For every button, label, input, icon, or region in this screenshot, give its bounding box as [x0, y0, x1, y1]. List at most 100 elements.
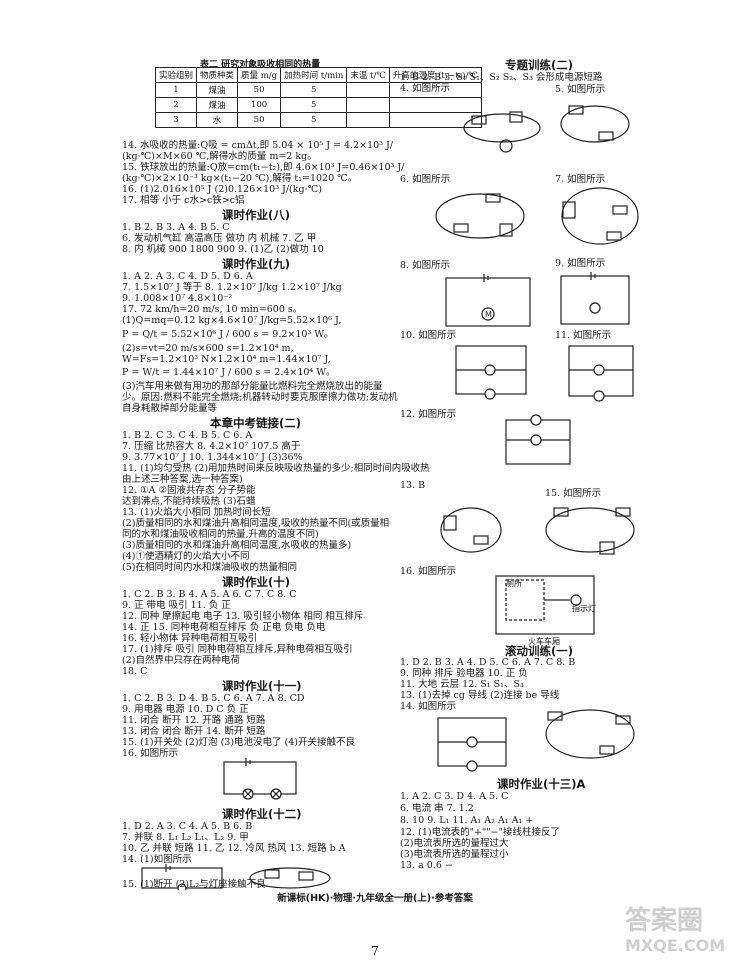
- answer-line: 18. C: [122, 666, 148, 677]
- table-cell: 5: [280, 82, 348, 98]
- page-number: 7: [371, 944, 379, 958]
- answer-line: 13. 闭合 闭合 断开 14. 断开 短路: [122, 726, 266, 737]
- table-cell: 煤油: [196, 82, 239, 98]
- table-row: 2 煤油 100 5: [154, 97, 482, 113]
- section-heading: 专题训练(二): [505, 58, 574, 72]
- circuit-diagram-16: [223, 758, 297, 800]
- answer-line: (2)电流表所选的量程过大: [400, 838, 509, 849]
- answer-line: 8. 10 9. L₁ 11. A₁ A₂ A₁ A₁ +: [400, 815, 534, 826]
- answer-line: 10. 乙 并联 短路 11. 乙 12. 冷风 热风 13. 短路 b A: [122, 843, 346, 854]
- answer-line: (4)①使酒精灯的火焰大小不同: [122, 551, 250, 562]
- answer-line: 1. A 2. C 3. D 4. A 5. C: [400, 791, 509, 802]
- answer-line: (kg·℃)×M×60 ℃,解得水的质量 m=2 kg。: [122, 151, 317, 162]
- table-cell: 2: [154, 97, 198, 113]
- answer-line: 1. B 2. B 3. A 4. B 5. C: [122, 222, 230, 233]
- table-cell: 50: [237, 82, 282, 98]
- table-header: 加热时间 t/min: [280, 67, 348, 83]
- answer-line: (kg·℃)×2×10⁻³ kg×(t₁−20 ℃),解得 t₁=1020 ℃。: [122, 173, 358, 184]
- table-header: 物质种类: [196, 67, 239, 83]
- section-heading: 课时作业(九): [222, 257, 291, 271]
- answer-line: 15. 铁球放出的热量:Q放=cm(t₁−t₂),即 4.6×10³ J=0.4…: [122, 162, 405, 173]
- answer-line: 10. 如图所示: [400, 330, 457, 341]
- answer-line: 15. (1)断开 (2)L₂与灯座接触不良: [122, 879, 266, 890]
- answer-line: 4. 如图所示: [400, 83, 451, 94]
- answer-line: 12. 如图所示: [400, 409, 457, 420]
- section-heading: 课时作业(十三)A: [497, 777, 586, 791]
- section-heading: 课时作业(十一): [222, 679, 302, 693]
- circuit-photo-15: [545, 507, 635, 555]
- answer-line: 5. 如图所示: [555, 84, 606, 95]
- answer-line: 7. 1.5×10⁷ J 等于 8. 1.2×10⁷ J/kg 1.2×10⁷ …: [122, 282, 342, 293]
- answer-line: 14. 如图所示: [400, 701, 457, 712]
- answer-line: 17. (1)排斥 吸引 同种电荷相互排斥,异种电荷相互吸引: [122, 644, 353, 655]
- answer-line: 1. D 2. B 3. A 4. D 5. C 6. A 7. C 8. B: [400, 657, 576, 668]
- circuit-photo-5: [560, 105, 630, 143]
- circuit-diagram-14c: [437, 717, 507, 772]
- answer-line: (2)s=vt=20 m/s×600 s=1.2×10⁴ m,: [122, 343, 294, 354]
- answer-line: 11. 闭合 断开 12. 开路 通路 短路: [122, 715, 266, 726]
- train-label-toilet: 厕所: [506, 579, 522, 588]
- answer-line: (2)自然界中只存在两种电荷: [122, 655, 240, 666]
- answer-line: 16. 轻小物体 异种电荷相互吸引: [122, 633, 258, 644]
- circuit-diagram-12: [505, 414, 571, 465]
- answer-line: 7. 如图所示: [555, 174, 606, 185]
- answer-line: 16. (1)2.016×10⁵ J (2)0.126×10³ J/(kg·℃): [122, 184, 322, 195]
- table-cell: [346, 82, 390, 98]
- answer-line: 9. 1.008×10⁷ 4.8×10⁻²: [122, 293, 233, 304]
- footer: 新课标(HK)·物理·九年级全一册(上)·参考答案: [277, 893, 473, 904]
- circuit-photo-4: [463, 111, 541, 153]
- circuit-diagram-11: [568, 345, 634, 402]
- answer-line: 达到沸点,不能持续吸热 (3)石蜡: [122, 496, 256, 507]
- table-cell: [346, 97, 390, 113]
- answer-line: 6. 电流 串 7. 1.2: [400, 803, 474, 814]
- answer-line: 13. (1)去掉 cg 导线 (2)连接 be 导线: [400, 690, 560, 701]
- train-label-carriage: 火车车厢: [528, 637, 560, 646]
- answer-line: P = W/t = 1.44×10⁷ J / 600 s = 2.4×10⁴ W…: [122, 367, 336, 378]
- train-circuit-diagram: [495, 575, 595, 635]
- train-label-indicator: 指示灯: [572, 604, 596, 613]
- answer-line: P = Q/t = 5.52×10⁶ J / 600 s = 9.2×10³ W…: [122, 329, 334, 340]
- answer-line: 由上述三种答案,选一种答案): [122, 474, 243, 485]
- watermark-logo: 答案圈: [625, 906, 704, 936]
- answer-line: 17. 相等 小于 c水>c铁>c铝: [122, 195, 245, 206]
- circuit-photo-6: [435, 193, 525, 239]
- answer-line: W=Fs=1.2×10³ N×1.2×10⁴ m=1.44×10⁷ J,: [122, 354, 331, 365]
- table-row: 3 水 50 5: [154, 112, 482, 128]
- answer-line: 14. 水吸收的热量:Q吸 = cmΔt,即 5.04 × 10⁵ J = 4.…: [122, 140, 394, 151]
- answer-line: 7. 压缩 比热容大 8. 4.2×10⁷ 107.5 高于: [122, 441, 301, 452]
- answer-line: 12. 同种 摩擦起电 电子 13. 吸引轻小物体 相同 相互排斥: [122, 611, 364, 622]
- answer-line: 1. C 2. B 3. B 4. A 5. A 6. C 7. C 8. C: [122, 589, 297, 600]
- circuit-diagram-8: M: [445, 274, 531, 327]
- answer-line: 11. (1)均匀受热 (2)用加热时间来反映吸收热量的多少;相同时间内吸收热: [122, 463, 430, 474]
- svg-text:M: M: [485, 310, 492, 319]
- section-heading: 滚动训练(一): [505, 644, 574, 658]
- answer-line: 9. 如图所示: [555, 258, 606, 269]
- table-cell: 100: [237, 97, 282, 113]
- table-cell: 50: [237, 112, 282, 128]
- section-heading: 课时作业(八): [222, 208, 291, 222]
- table-cell: 煤油: [196, 97, 239, 113]
- table-header: 质量 m/g: [237, 67, 282, 83]
- circuit-photo-14b: [440, 507, 502, 553]
- answer-line: 13. B: [400, 480, 426, 491]
- watermark-url: MXQE.COM: [625, 936, 726, 955]
- answer-line: 1. A 2. A 3. C 4. D 5. D 6. A: [122, 271, 253, 282]
- answer-line: 13. a 0.6 −: [400, 860, 453, 871]
- section-heading: 课时作业(十): [222, 575, 291, 589]
- answer-line: 1. D 2. A 3. C 4. A 5. B 6. B: [122, 821, 253, 832]
- answer-line: 9. 用电器 电源 10. D C 负 正: [122, 704, 249, 715]
- circuit-diagram-14: [141, 864, 223, 890]
- answer-line: (3)汽车用来做有用功的那部分能量比燃料完全燃烧放出的能量: [122, 381, 383, 392]
- circuit-photo-14c: [545, 709, 635, 759]
- table-caption: 表二 研究对象吸收相同的热量: [200, 60, 321, 70]
- answer-line: 11. 如图所示: [555, 330, 612, 341]
- answer-line: 同的水和煤油吸收相同的热量,升高的温度不同): [122, 529, 319, 540]
- answer-line: 8. 如图所示: [400, 260, 451, 271]
- circuit-photo-14: [249, 867, 331, 889]
- answer-line: 16. 如图所示: [400, 566, 457, 577]
- answer-line: (3)质量相同的水和煤油升高相同温度,水吸收的热量多): [122, 540, 352, 551]
- answer-line: 15. 如图所示: [545, 488, 602, 499]
- answer-line: 15. (1)开关处 (2)灯泡 (3)电池没电了 (4)开关接触不良: [122, 737, 356, 748]
- answer-line: (2)质量相同的水和煤油升高相同温度,吸收的热量不同(或质量相: [122, 518, 390, 529]
- table-cell: 3: [154, 112, 198, 128]
